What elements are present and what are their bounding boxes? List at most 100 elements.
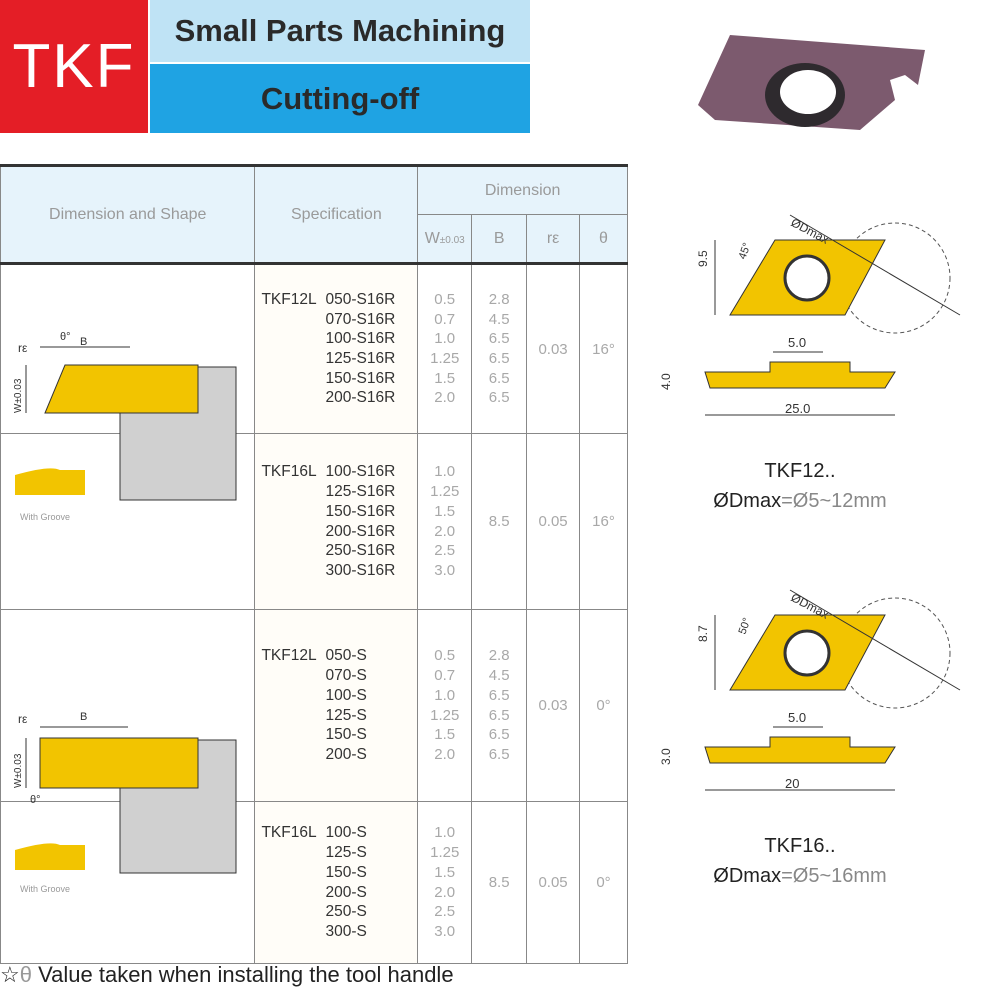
spec-code: 100-S bbox=[325, 824, 367, 842]
header-re: rε bbox=[526, 214, 581, 264]
insert-name: TKF16.. bbox=[764, 835, 836, 857]
spec-prefix: TKF16L bbox=[261, 463, 317, 481]
b-value: 2.8 bbox=[488, 290, 510, 308]
w-dim-label: W±0.03 bbox=[13, 378, 24, 413]
spec-table: Dimension and Shape Specification Dimens… bbox=[0, 164, 628, 964]
b-value: 6.5 bbox=[488, 706, 510, 724]
b-value: 6.5 bbox=[488, 350, 510, 367]
spec-code: 125-S bbox=[325, 706, 367, 724]
spec-code: 150-S bbox=[325, 863, 367, 881]
re-label: rε bbox=[18, 712, 28, 726]
insert-drawing: ØDmax 8.7 50° 5.0 3.0 20 bbox=[659, 589, 961, 791]
w-value: 0.7 bbox=[434, 667, 456, 685]
b-value: 6.5 bbox=[488, 389, 510, 407]
b-value: 2.8 bbox=[488, 647, 510, 665]
b-cell: 8.5 bbox=[471, 801, 528, 964]
thickness-dim: 4.0 bbox=[659, 373, 673, 390]
spec-code: 200-S bbox=[325, 883, 367, 901]
b-value: 4.5 bbox=[488, 310, 510, 328]
brand-logo: TKF bbox=[0, 0, 148, 133]
header-theta: θ bbox=[579, 214, 628, 264]
length-dim: 25.0 bbox=[785, 401, 810, 416]
w-value: 1.25 bbox=[430, 844, 460, 862]
w-value: 1.0 bbox=[434, 824, 456, 842]
angle-dim: 45° bbox=[737, 241, 754, 261]
header-b: B bbox=[471, 214, 528, 264]
spec-code: 125-S16R bbox=[325, 483, 396, 501]
footnote-text: Value taken when installing the tool han… bbox=[38, 962, 454, 987]
thickness-dim: 3.0 bbox=[659, 748, 673, 765]
b-value: 6.5 bbox=[488, 686, 510, 704]
dmax-range: ØDmax=Ø5~16mm bbox=[660, 865, 940, 888]
spec-code: 150-S bbox=[325, 726, 367, 744]
b-value: 6.5 bbox=[488, 726, 510, 744]
theta-symbol: θ bbox=[19, 962, 32, 987]
spec-code: 300-S bbox=[325, 922, 367, 940]
b-cell: 8.5 bbox=[471, 433, 528, 610]
b-cell: 2.8 4.5 6.5 6.5 6.5 6.5 bbox=[471, 263, 528, 434]
length-dim: 20 bbox=[785, 776, 799, 791]
dmax-prefix: ØDmax bbox=[713, 865, 782, 887]
w-value: 2.5 bbox=[434, 903, 456, 921]
w-value: 1.5 bbox=[434, 502, 456, 520]
re-cell: 0.03 bbox=[526, 263, 581, 434]
w-value: 1.0 bbox=[434, 330, 456, 348]
b-value: 6.5 bbox=[488, 330, 510, 348]
footnote: ☆θ Value taken when installing the tool … bbox=[0, 962, 454, 988]
w-value: 1.25 bbox=[430, 350, 460, 367]
shape-drawings: W±0.03 B rε θ° With Groove W±0.03 B rε θ… bbox=[13, 331, 237, 894]
spec-prefix: TKF16L bbox=[261, 824, 317, 842]
spec-code: 100-S16R bbox=[325, 330, 396, 348]
w-value: 1.0 bbox=[434, 686, 456, 704]
dmax-value: =Ø5~12mm bbox=[781, 490, 887, 512]
spec-code: 150-S16R bbox=[325, 502, 396, 520]
w-value: 0.7 bbox=[434, 310, 456, 328]
w-value: 0.5 bbox=[434, 290, 456, 308]
spec-code: 070-S bbox=[325, 667, 367, 685]
re-cell: 0.05 bbox=[526, 433, 581, 610]
b-value: 6.5 bbox=[488, 369, 510, 387]
spec-prefix: TKF12L bbox=[261, 647, 317, 665]
w-value: 2.0 bbox=[434, 522, 456, 540]
theta-cell: 0° bbox=[579, 801, 628, 964]
w-value: 2.0 bbox=[434, 389, 456, 407]
theta-cell: 0° bbox=[579, 609, 628, 802]
w-value: 1.5 bbox=[434, 726, 456, 744]
w-value: 2.0 bbox=[434, 883, 456, 901]
b-label: B bbox=[80, 711, 87, 723]
spec-code: 125-S16R bbox=[325, 350, 396, 367]
theta-cell: 16° bbox=[579, 433, 628, 610]
spec-code: 150-S16R bbox=[325, 369, 396, 387]
angle-dim: 50° bbox=[737, 616, 754, 636]
hole-dim: 5.0 bbox=[788, 710, 806, 725]
spec-code: 200-S16R bbox=[325, 522, 396, 540]
header-shape: Dimension and Shape bbox=[0, 165, 256, 264]
spec-code: 050-S16R bbox=[325, 290, 396, 308]
dmax-prefix: ØDmax bbox=[713, 490, 782, 512]
spec-code: 200-S bbox=[325, 745, 367, 763]
banner-subtitle: Cutting-off bbox=[150, 64, 530, 133]
theta-label: θ° bbox=[60, 331, 71, 343]
w-value: 3.0 bbox=[434, 561, 456, 579]
height-dim: 9.5 bbox=[696, 250, 710, 267]
spec-code: 250-S bbox=[325, 903, 367, 921]
shape-s16r: W±0.03 B rε θ° With Groove bbox=[13, 331, 237, 522]
insert-drawing: ØDmax 9.5 45° 5.0 4.0 25.0 bbox=[659, 214, 961, 416]
insert-photo bbox=[698, 35, 925, 130]
w-tol: ±0.03 bbox=[439, 234, 465, 246]
header-spec: Specification bbox=[254, 165, 419, 264]
dmax-value: =Ø5~16mm bbox=[781, 865, 887, 887]
shape-s: W±0.03 B rε θ° With Groove bbox=[13, 711, 237, 894]
spec-code: 250-S16R bbox=[325, 542, 396, 560]
groove-label: With Groove bbox=[20, 512, 70, 522]
spec-code: 300-S16R bbox=[325, 561, 396, 579]
spec-code: 050-S bbox=[325, 647, 367, 665]
